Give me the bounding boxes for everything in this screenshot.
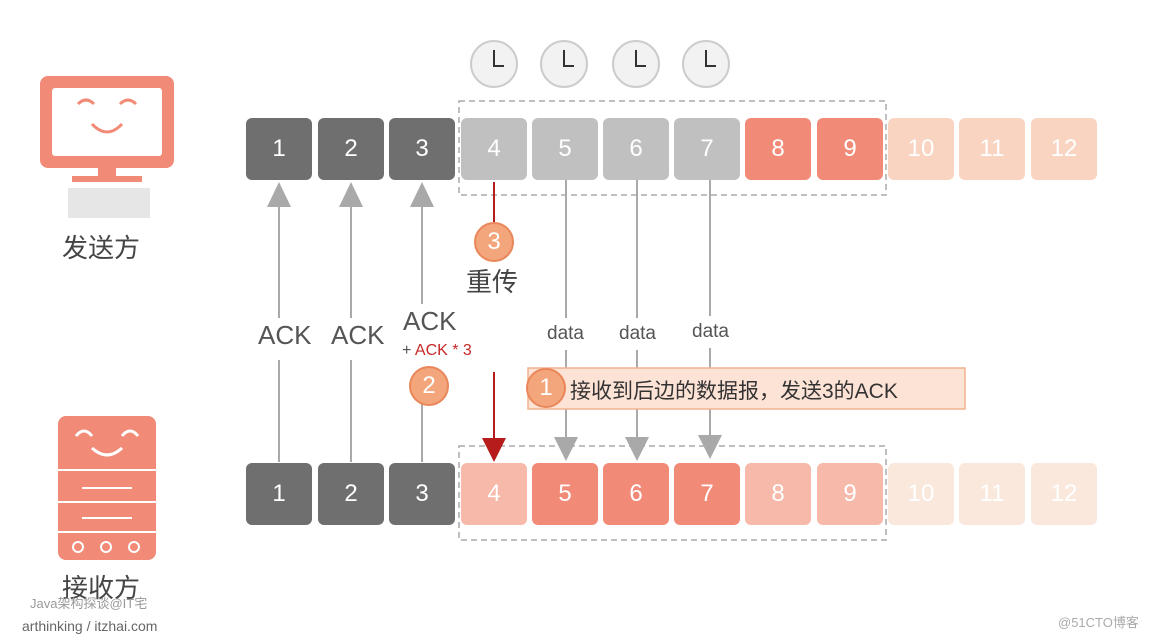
ack-extra-label: + ACK * 3: [402, 342, 472, 360]
receiver-packet: 5: [532, 463, 598, 525]
data-arrow: [554, 180, 578, 461]
retransmit-label: 重传: [466, 267, 519, 297]
data-label: data: [692, 321, 729, 342]
ack-extra-text: ACK * 3: [414, 342, 472, 359]
step-2-badge: 2: [409, 366, 449, 406]
retransmit-arrow: [482, 372, 506, 462]
receiver-server-icon: [58, 416, 156, 560]
sender-packet: 7: [674, 118, 740, 180]
ack-arrow: [410, 182, 434, 462]
timer-clock-icon: [682, 40, 730, 88]
ack-label: ACK: [331, 320, 385, 350]
callout-text: 接收到后边的数据报，发送3的ACK: [570, 380, 898, 403]
receiver-packet: 3: [389, 463, 455, 525]
timer-clock-icon: [612, 40, 660, 88]
sender-packet: 12: [1031, 118, 1097, 180]
data-label: data: [619, 323, 656, 344]
sender-packet: 4: [461, 118, 527, 180]
sender-packet: 8: [745, 118, 811, 180]
sender-packet: 1: [246, 118, 312, 180]
receiver-packet: 6: [603, 463, 669, 525]
receiver-packet: 11: [959, 463, 1025, 525]
receiver-packet: 7: [674, 463, 740, 525]
receiver-packet: 4: [461, 463, 527, 525]
sender-packet: 2: [318, 118, 384, 180]
receiver-label: 接收方: [62, 573, 141, 603]
step-3-badge: 3: [474, 222, 514, 262]
watermark-left-bottom: arthinking / itzhai.com: [22, 618, 158, 634]
timer-clock-icon: [470, 40, 518, 88]
data-label: data: [547, 323, 584, 344]
receiver-packet: 1: [246, 463, 312, 525]
data-arrow: [698, 180, 722, 459]
timer-clock-icon: [540, 40, 588, 88]
data-arrow: [625, 180, 649, 461]
sender-packet: 5: [532, 118, 598, 180]
receiver-packet: 9: [817, 463, 883, 525]
ack-arrow: [267, 182, 291, 462]
ack-extra-prefix: +: [402, 342, 412, 359]
sender-packet: 3: [389, 118, 455, 180]
ack-label: ACK: [258, 320, 312, 350]
sender-packet: 6: [603, 118, 669, 180]
sender-packet: 11: [959, 118, 1025, 180]
sender-monitor-icon: [40, 76, 174, 218]
receiver-packet: 2: [318, 463, 384, 525]
receiver-window: [458, 445, 887, 541]
ack-label: ACK: [403, 306, 457, 336]
sender-packet: 10: [888, 118, 954, 180]
step-1-badge: 1: [526, 368, 566, 408]
ack-arrow: [339, 182, 363, 462]
sender-window: [458, 100, 887, 196]
receiver-packet: 12: [1031, 463, 1097, 525]
watermark-right: @51CTO博客: [1058, 615, 1139, 630]
watermark-left-top: Java架构探谈@IT宅: [30, 596, 148, 611]
sender-label: 发送方: [62, 233, 141, 263]
sender-packet: 9: [817, 118, 883, 180]
receiver-packet: 10: [888, 463, 954, 525]
receiver-packet: 8: [745, 463, 811, 525]
